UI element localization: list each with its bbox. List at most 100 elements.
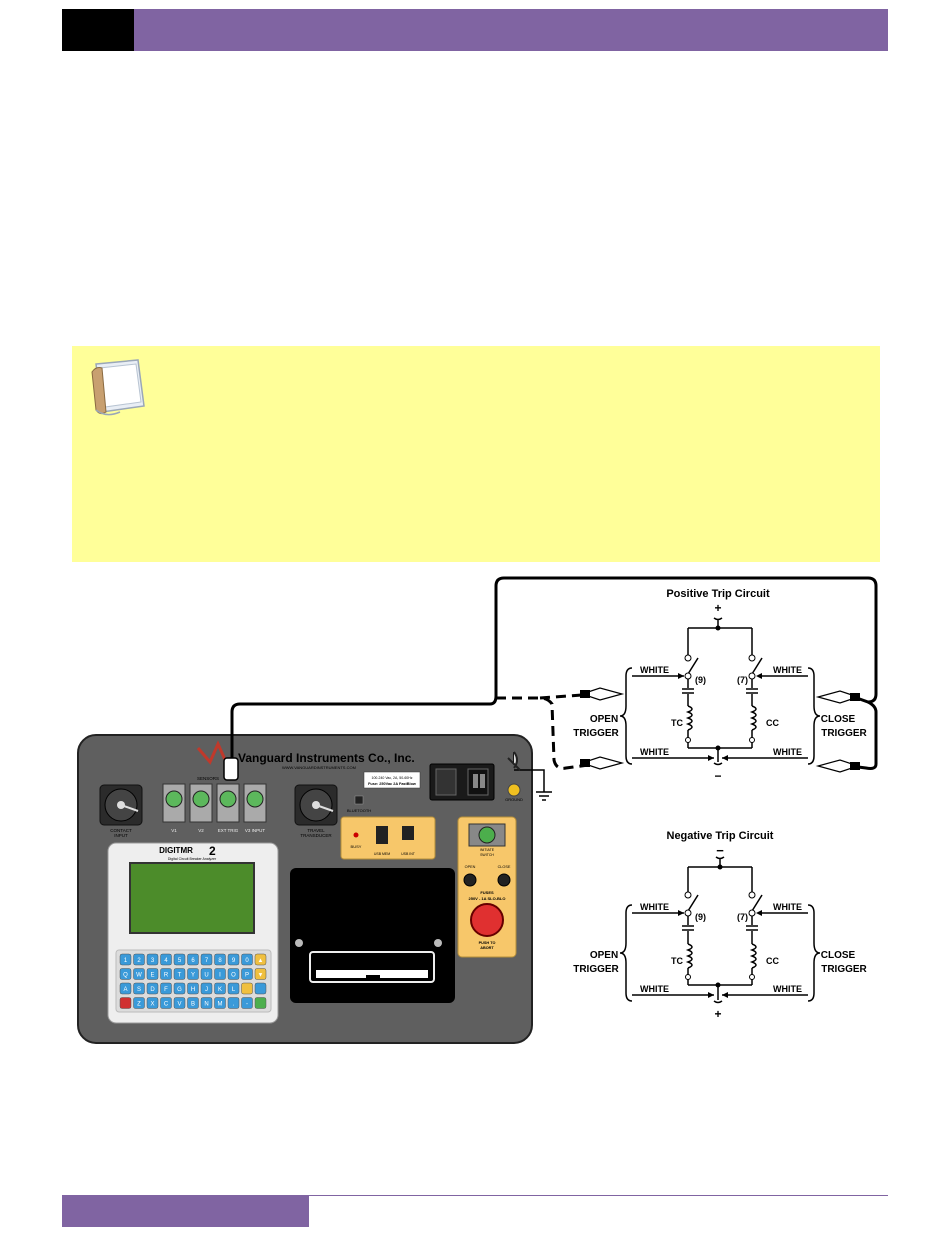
negative-circuit-title: Negative Trip Circuit	[667, 830, 774, 842]
alligator-clip-icon	[815, 690, 860, 704]
test-cables	[223, 576, 878, 801]
keypad-key	[200, 968, 213, 980]
svg-text:(9): (9)	[695, 912, 706, 922]
keypad-key-label: L	[232, 987, 236, 993]
svg-text:INPUT: INPUT	[114, 833, 128, 838]
keypad-key	[133, 968, 145, 980]
svg-text:CLOSE: CLOSE	[821, 714, 856, 725]
keypad-key	[227, 953, 240, 966]
svg-text:TC: TC	[671, 718, 683, 728]
svg-text:INITIATE: INITIATE	[480, 848, 495, 852]
keypad-key	[160, 968, 172, 980]
brand-name: Vanguard Instruments Co., Inc.	[238, 751, 415, 765]
svg-text:WHITE: WHITE	[640, 665, 669, 675]
svg-text:Digital Circuit Breaker Analyz: Digital Circuit Breaker Analyzer	[168, 857, 217, 861]
svg-text:USB MEM: USB MEM	[374, 852, 390, 856]
svg-text:WHITE: WHITE	[773, 747, 802, 757]
svg-text:WHITE: WHITE	[773, 902, 802, 912]
svg-text:ABORT: ABORT	[480, 946, 494, 950]
svg-text:2: 2	[209, 844, 216, 858]
keypad-key-label: ▲	[258, 958, 264, 964]
svg-text:OPEN: OPEN	[590, 714, 618, 725]
keypad-key	[133, 982, 145, 995]
port-connector-icon	[192, 790, 210, 808]
keypad-key-label: G	[177, 987, 182, 993]
keypad-key	[241, 953, 253, 966]
keypad-key	[200, 982, 213, 995]
model-name: DIGITMR	[159, 846, 193, 855]
keypad-key	[160, 997, 172, 1009]
svg-text:TRAVEL: TRAVEL	[307, 828, 325, 833]
brand-website: WWW.VANGUARDINSTRUMENTS.COM	[282, 765, 356, 770]
keypad-key-label: 0	[245, 958, 249, 964]
svg-text:(7): (7)	[737, 675, 748, 685]
footer-purple-block	[62, 1195, 309, 1227]
keypad-key	[254, 953, 267, 966]
keypad-key	[200, 997, 213, 1009]
svg-text:−: −	[714, 769, 721, 783]
svg-text:FUSES: FUSES	[480, 890, 494, 895]
keypad-key-label: 7	[205, 958, 209, 964]
svg-text:PUSH TO: PUSH TO	[479, 941, 496, 945]
controller-module: DIGITMR 2 Digital Circuit Breaker Analyz…	[107, 842, 279, 1024]
keypad-key	[200, 953, 213, 966]
keypad-key	[173, 997, 186, 1009]
keypad-key-label: V	[177, 1002, 181, 1008]
keypad-key	[227, 968, 240, 980]
close-fuse-holder	[497, 873, 511, 887]
keypad-key	[146, 997, 159, 1009]
keypad-key	[173, 953, 186, 966]
svg-text:USB INT: USB INT	[401, 852, 416, 856]
bluetooth-label: BLUETOOTH	[347, 808, 371, 813]
keypad-key	[160, 982, 172, 995]
keypad-key	[254, 982, 267, 995]
keypad-key-label: H	[191, 987, 195, 993]
keypad-key-label: S	[137, 987, 141, 993]
keypad-key-label: I	[219, 973, 221, 979]
keypad-key-label: E	[150, 973, 154, 979]
keypad-key-label: N	[204, 1002, 208, 1008]
svg-text:100-240 Vac, 2A, 50-60Hz: 100-240 Vac, 2A, 50-60Hz	[372, 776, 413, 780]
keypad-key	[119, 968, 132, 980]
positive-trip-circuit: Positive Trip Circuit + (9) (7) TC CC	[573, 588, 867, 783]
svg-text:SWITCH: SWITCH	[480, 853, 494, 857]
keypad-key-label: M	[218, 1002, 223, 1008]
keypad-key	[173, 982, 186, 995]
keypad-key-label: O	[231, 973, 236, 979]
power-rating-plate	[363, 771, 421, 789]
instrument-panel: Vanguard Instruments Co., Inc. WWW.VANGU…	[77, 734, 533, 1044]
keypad-key-label: .	[233, 1002, 235, 1008]
keypad-key	[241, 982, 253, 995]
keypad-key-label: -	[246, 1002, 248, 1008]
keypad-key	[146, 968, 159, 980]
keypad-key-label: T	[178, 973, 182, 979]
keypad-key	[187, 953, 199, 966]
svg-text:WHITE: WHITE	[773, 984, 802, 994]
svg-text:TRIGGER: TRIGGER	[821, 964, 867, 975]
svg-text:OPEN: OPEN	[465, 865, 476, 869]
svg-text:(9): (9)	[695, 675, 706, 685]
port-connector-icon	[219, 790, 237, 808]
vanguard-logo-icon	[196, 740, 228, 765]
keypad-key-label: ▼	[258, 973, 264, 979]
svg-text:+: +	[714, 601, 721, 615]
keypad-key-label: K	[218, 987, 222, 993]
travel-transducer-connector	[294, 784, 338, 826]
keypad-key-label: W	[136, 973, 142, 979]
keypad-key	[133, 997, 145, 1009]
keypad-key-label: Z	[137, 1002, 141, 1008]
footer-rule	[309, 1195, 888, 1196]
keypad-key	[241, 968, 253, 980]
keypad-key	[119, 982, 132, 995]
svg-text:TC: TC	[671, 956, 683, 966]
cable-plug	[223, 757, 239, 781]
port-connector-icon	[246, 790, 264, 808]
svg-text:OPEN: OPEN	[590, 950, 618, 961]
keypad-key-label: F	[164, 987, 168, 993]
lcd-screen	[129, 862, 255, 934]
sensor-port-label: V1	[171, 828, 177, 833]
printer	[290, 868, 455, 1003]
svg-text:Fuse: 250Vac 2A FastBlow: Fuse: 250Vac 2A FastBlow	[368, 782, 416, 786]
sensors-label: SENSORS	[197, 776, 219, 781]
